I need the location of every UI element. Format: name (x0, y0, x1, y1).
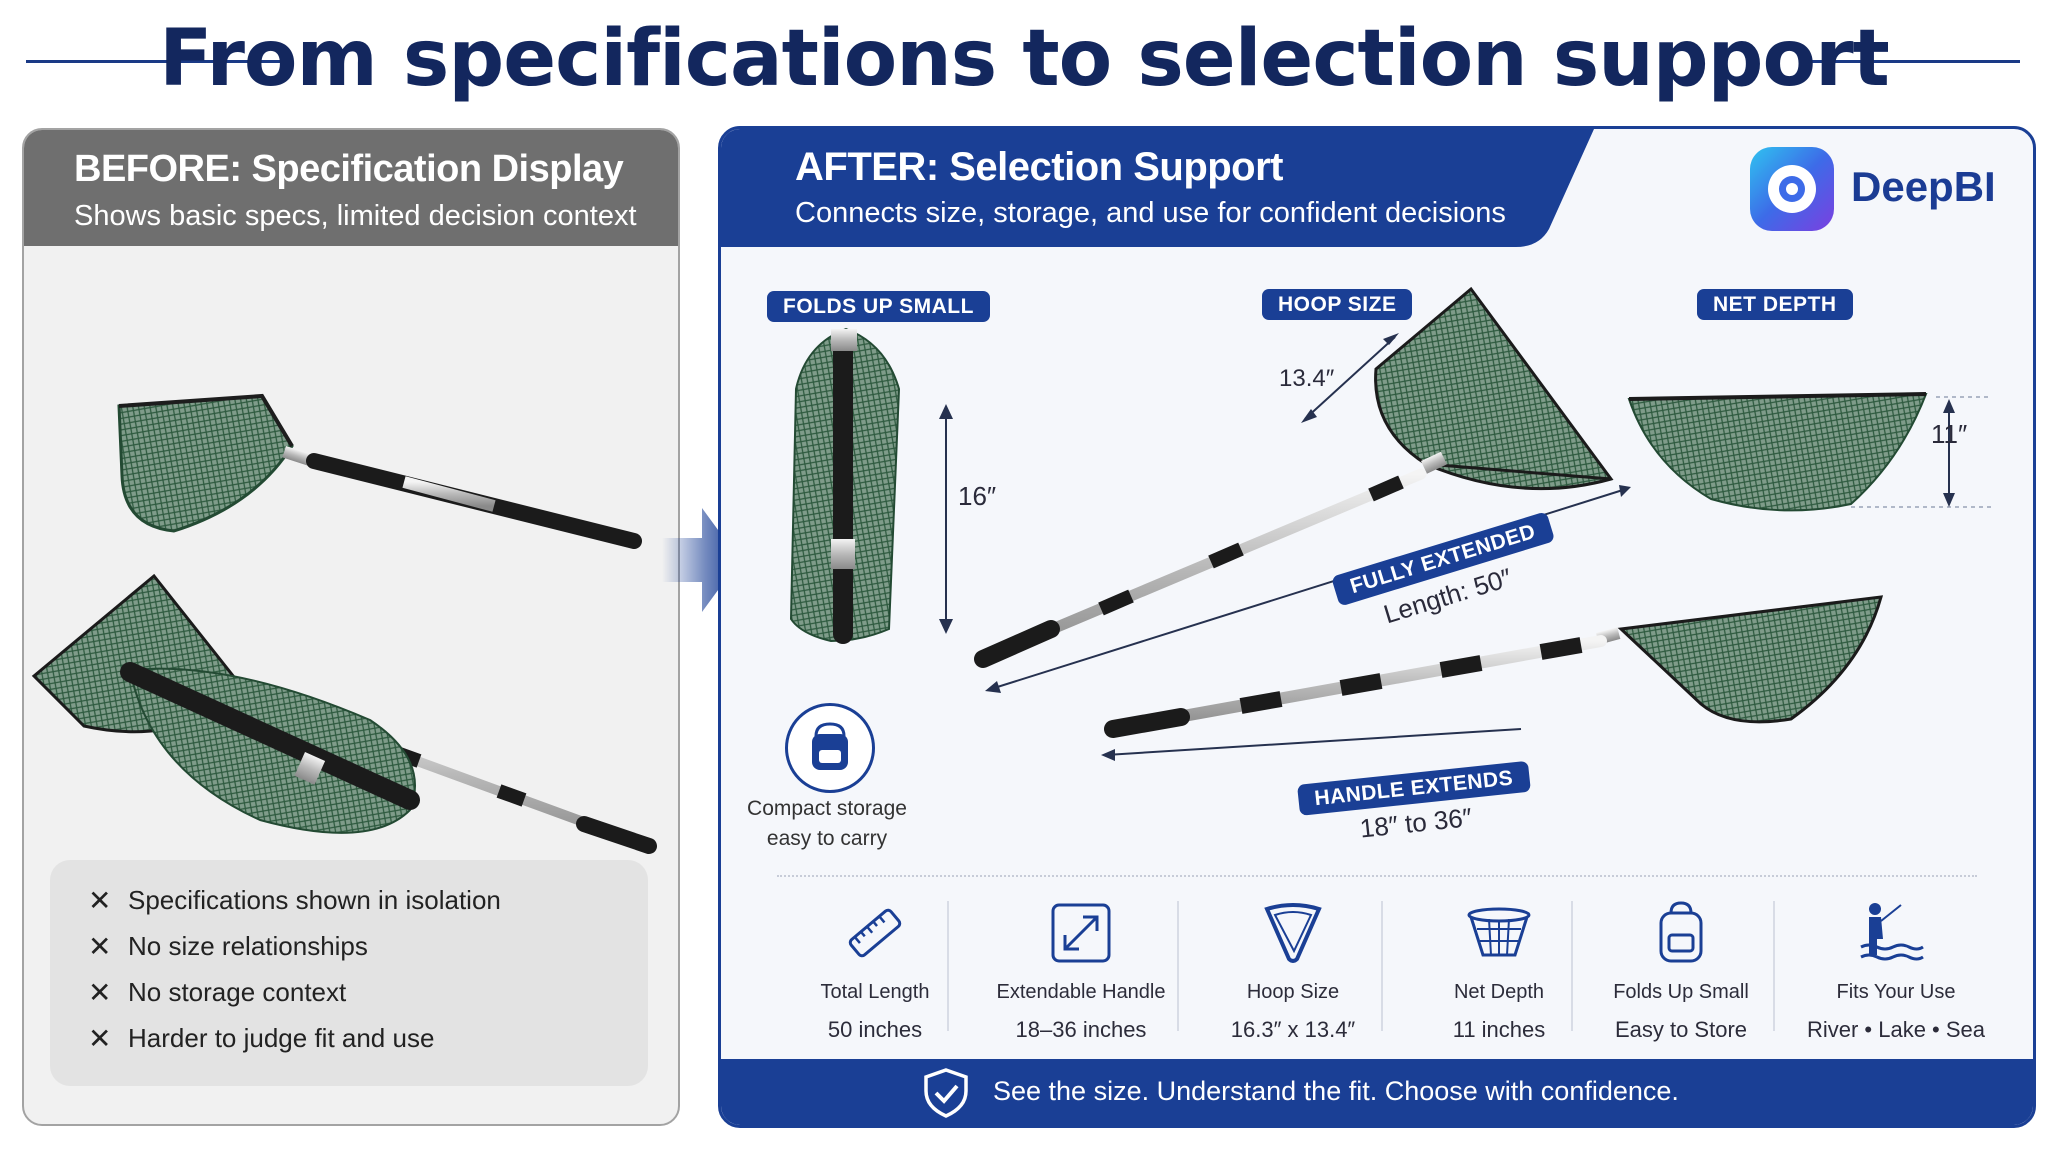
storage-caption-line-2: easy to carry (766, 827, 888, 850)
net-depth-image (1627, 392, 1991, 512)
before-issues-list: ✕ Specifications shown in isolation ✕ No… (50, 860, 648, 1086)
page-title: From specifications to selection support (159, 14, 1890, 104)
list-item: ✕ No storage context (88, 974, 346, 1010)
feature-label: Extendable Handle (996, 981, 1166, 1003)
angler-icon (1860, 903, 1924, 961)
feature-value: 11 inches (1452, 1017, 1546, 1042)
headline-rule-left (26, 60, 288, 63)
feature-label: Total Length (820, 981, 930, 1003)
hoop-dimension (1301, 333, 1399, 423)
backpack-icon (812, 722, 848, 770)
ruler-icon (848, 908, 902, 958)
net-image-open-top (117, 393, 642, 549)
hoop-size-label: HOOP SIZE (1262, 289, 1413, 320)
after-subtitle: Connects size, storage, and use for conf… (795, 197, 1506, 229)
section-divider (777, 875, 1977, 877)
deepbi-logo-icon (1750, 147, 1834, 231)
hoop-icon (1264, 903, 1322, 963)
issue-text: Harder to judge fit and use (128, 1022, 435, 1053)
feature-label: Folds Up Small (1613, 981, 1749, 1003)
feature-net-depth: Net Depth 11 inches (1401, 887, 1597, 1057)
feature-value: Easy to Store (1614, 1017, 1748, 1042)
storage-caption-line-1: Compact storage (747, 797, 907, 820)
before-header: BEFORE: Specification Display Shows basi… (24, 130, 678, 246)
feature-label: Net Depth (1453, 981, 1545, 1003)
net-image-folded (120, 662, 420, 834)
extended-net-image (974, 286, 1614, 668)
feature-value: River • Lake • Sea (1806, 1017, 1986, 1042)
folds-up-small-label: FOLDS UP SMALL (767, 291, 990, 322)
list-item: ✕ Specifications shown in isolation (88, 882, 501, 918)
feature-label: Fits Your Use (1836, 981, 1956, 1003)
feature-hoop-size: Hoop Size 16.3″ x 13.4″ (1195, 887, 1391, 1057)
close-icon: ✕ (88, 1022, 112, 1054)
handle-dimension (1101, 728, 1522, 761)
feature-value: 16.3″ x 13.4″ (1230, 1017, 1356, 1042)
expand-icon (1051, 903, 1111, 963)
folded-height-value: 16″ (958, 481, 997, 511)
feature-folds-up-small: Folds Up Small Easy to Store (1583, 887, 1779, 1057)
before-panel: BEFORE: Specification Display Shows basi… (22, 128, 680, 1126)
after-panel: AFTER: Selection Support Connects size, … (718, 126, 2036, 1128)
headline-rule-right (1810, 60, 2020, 63)
issue-text: No size relationships (128, 930, 368, 961)
handle-net-image (1104, 595, 1884, 738)
feature-separator (1381, 901, 1383, 1031)
backpack-icon (1659, 901, 1703, 963)
net-depth-label: NET DEPTH (1697, 289, 1853, 320)
brand-name: DeepBI (1851, 163, 1996, 210)
net-basket-icon (1467, 907, 1531, 957)
close-icon: ✕ (88, 930, 112, 962)
before-title: BEFORE: Specification Display (74, 148, 624, 190)
list-item: ✕ No size relationships (88, 928, 368, 964)
feature-label: Hoop Size (1246, 981, 1340, 1003)
shield-check-icon (924, 1068, 968, 1118)
feature-value: 50 inches (827, 1017, 923, 1042)
after-header (721, 129, 1594, 247)
feature-value: 18–36 inches (1015, 1017, 1147, 1042)
feature-total-length: Total Length 50 inches (777, 887, 973, 1057)
issue-text: No storage context (128, 976, 347, 1007)
after-title: AFTER: Selection Support (795, 145, 1284, 189)
folded-height-dimension (939, 404, 953, 634)
after-footer: See the size. Understand the fit. Choose… (721, 1059, 2033, 1125)
close-icon: ✕ (88, 884, 112, 916)
close-icon: ✕ (88, 976, 112, 1008)
feature-extendable-handle: Extendable Handle 18–36 inches (983, 887, 1179, 1057)
before-subtitle: Shows basic specs, limited decision cont… (74, 200, 637, 232)
feature-separator (1571, 901, 1573, 1031)
after-product-diagram (789, 286, 1991, 761)
storage-badge (785, 703, 875, 793)
feature-separator (947, 901, 949, 1031)
list-item: ✕ Harder to judge fit and use (88, 1020, 434, 1056)
folded-net-image (789, 327, 901, 644)
hoop-dimension-value: 13.4″ (1279, 365, 1335, 392)
issue-text: Specifications shown in isolation (128, 884, 501, 915)
footer-tagline: See the size. Understand the fit. Choose… (993, 1076, 1679, 1106)
feature-fits-your-use: Fits Your Use River • Lake • Sea (1793, 887, 1999, 1057)
feature-separator (1773, 901, 1775, 1031)
net-depth-value: 11″ (1931, 419, 1968, 449)
feature-separator (1177, 901, 1179, 1031)
